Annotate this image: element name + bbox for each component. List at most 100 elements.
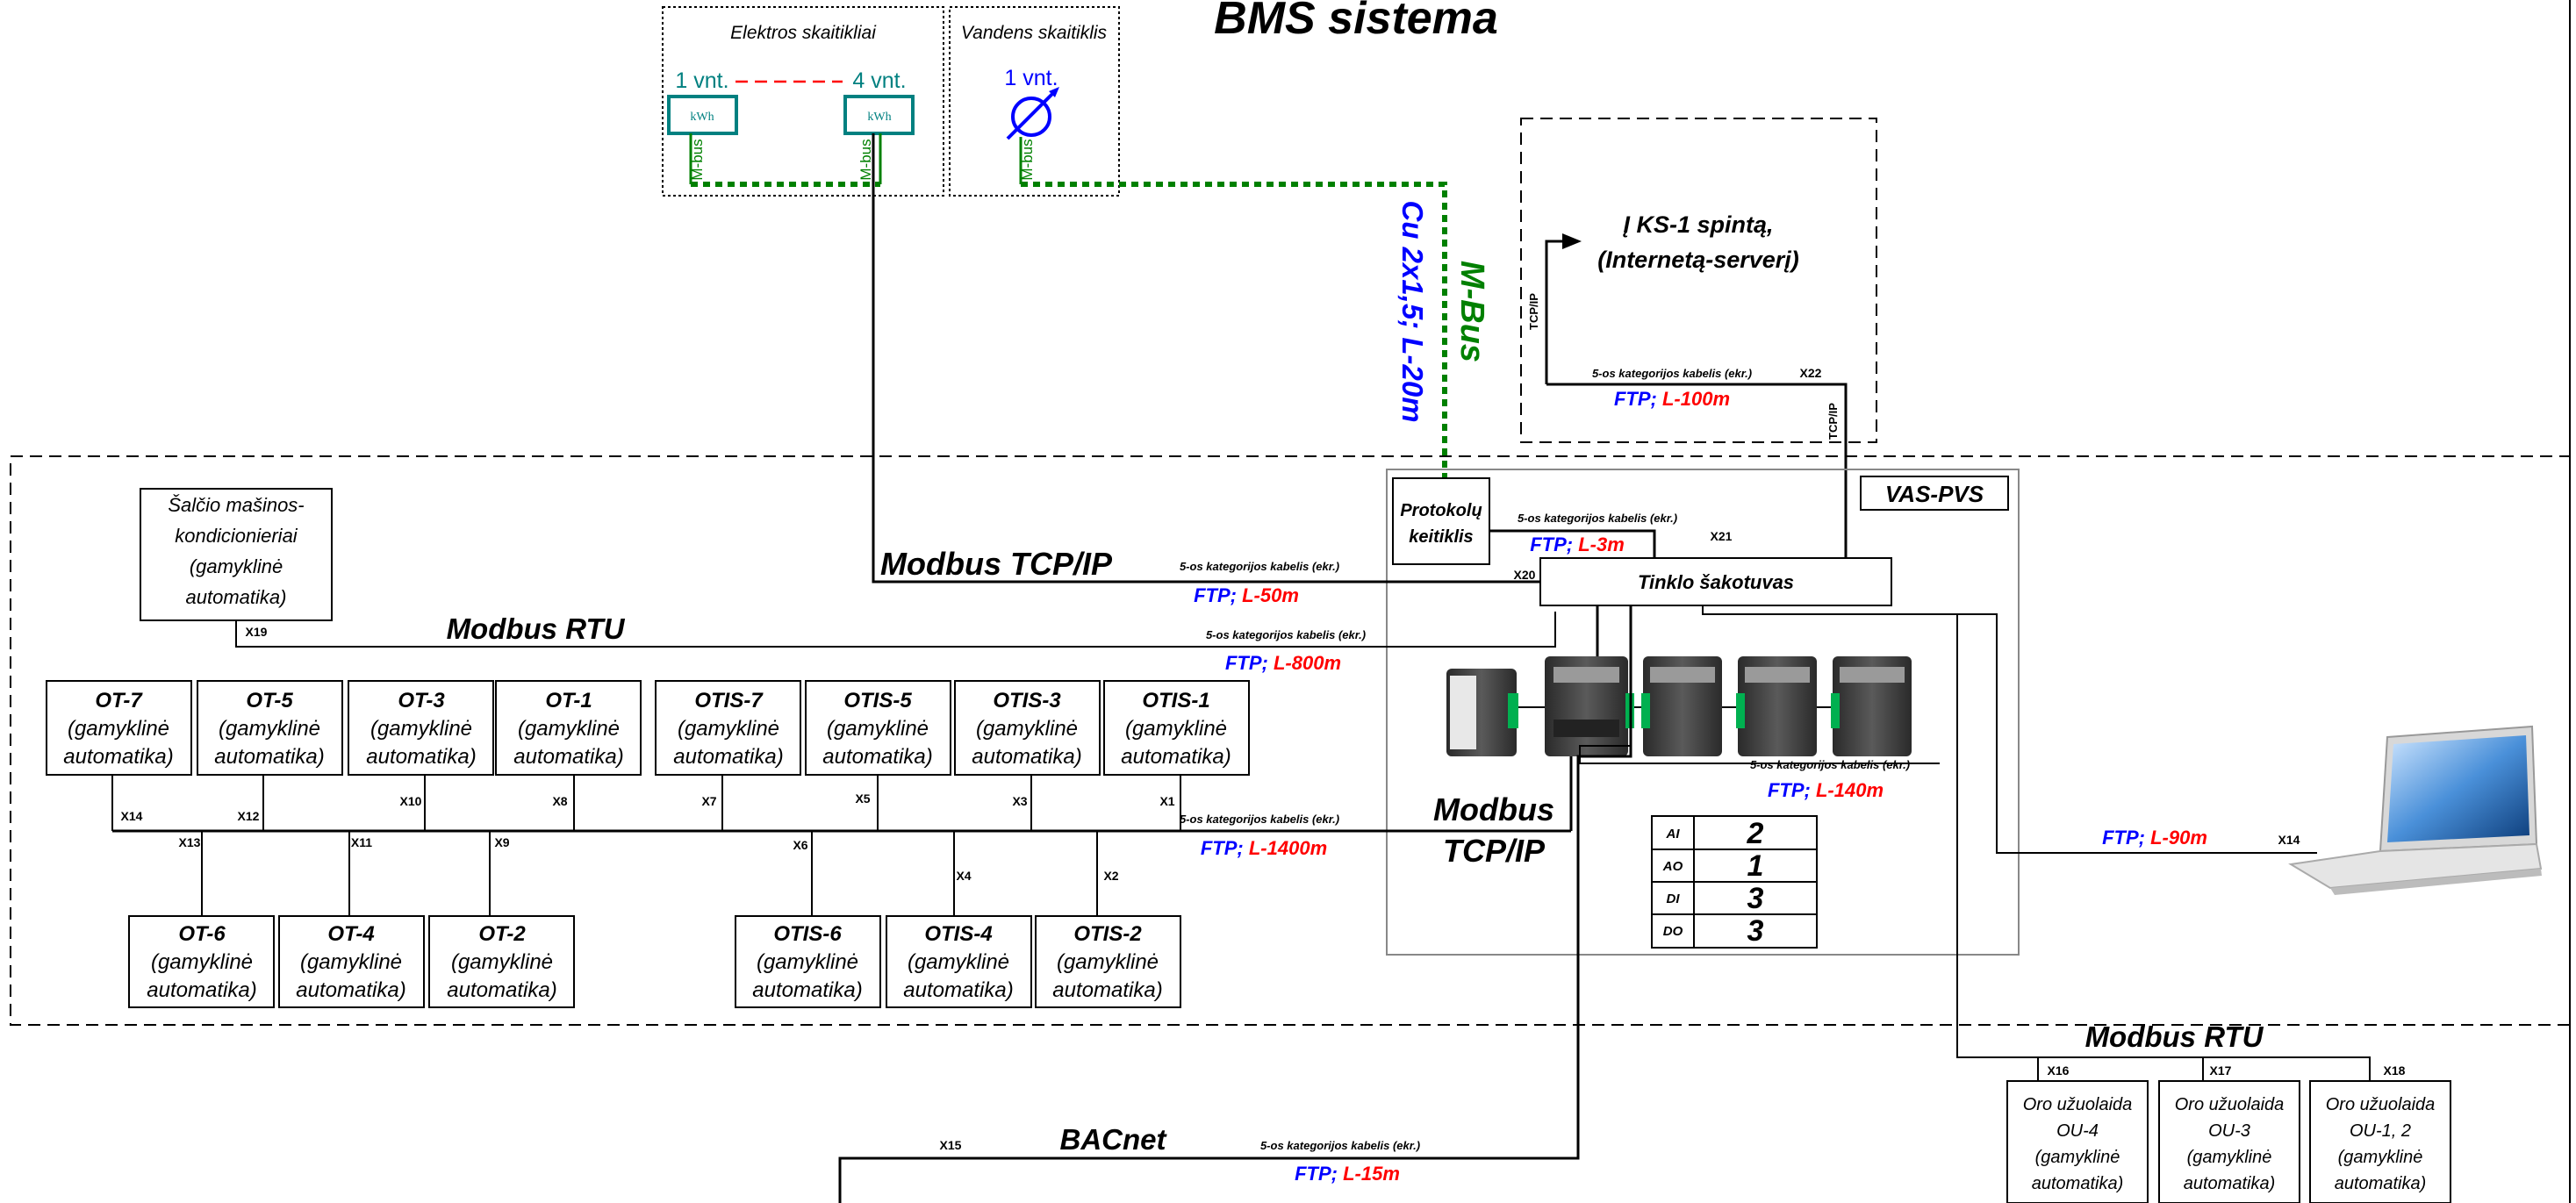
curtain-l3: (gamyklinė	[2035, 1148, 2120, 1167]
controller-module-5	[1831, 656, 1912, 756]
io-table: AI 2 AO 1 DI 3 DO 3	[1651, 815, 1818, 949]
mbus-label-2: M-bus	[857, 139, 874, 180]
curtain-l4: automatika)	[2335, 1174, 2427, 1193]
network-switch-label: Tinklo šakotuvas	[1638, 571, 1794, 593]
device-name: OT-5	[246, 689, 293, 712]
device-name: OTIS-7	[694, 689, 764, 712]
vas-pvs-label: VAS-PVS	[1885, 481, 1984, 507]
arrow-right-icon	[1562, 233, 1582, 249]
device-ot-1: OT-1 (gamyklinė automatika) X8	[495, 680, 642, 831]
device-name: OT-2	[478, 922, 526, 946]
ks-tcp-vertical-2: TCP/IP	[1826, 403, 1840, 440]
electric-count-right: 4 vnt.	[852, 68, 906, 93]
rtu-port-1: X16	[2048, 1063, 2070, 1078]
device-otis-6: OTIS-6 (gamyklinė automatika) X6	[735, 831, 881, 1008]
device-ot-5: OT-5 (gamyklinė automatika) X12	[197, 680, 343, 831]
device-sub2: automatika)	[1121, 745, 1231, 769]
modbus-tcp-cable: 5-os kategorijos kabelis (ekr.)	[1180, 560, 1339, 573]
bacnet-port: X15	[940, 1138, 962, 1152]
device-sub2: automatika)	[296, 978, 405, 1002]
device-port: X10	[400, 794, 422, 808]
device-port: X9	[494, 835, 509, 849]
protocol-converter-line1: Protokolų	[1400, 501, 1482, 520]
device-sub1: (gamyklinė	[219, 717, 320, 741]
device-port: X7	[701, 794, 716, 808]
device-sub1: (gamyklinė	[908, 950, 1009, 974]
io-count: 1	[1747, 849, 1764, 883]
modbus-tcp-label: Modbus TCP/IP	[880, 546, 1113, 582]
vas-pvs-box	[1386, 469, 2020, 956]
device-sub1: (gamyklinė	[678, 717, 779, 741]
device-sub1: (gamyklinė	[757, 950, 858, 974]
device-name: OTIS-1	[1142, 689, 1209, 712]
kwh-label-right: kWh	[867, 111, 891, 124]
ks-ftp-length: FTP; L-100m	[1614, 388, 1730, 410]
chiller-line4: automatika)	[186, 586, 287, 608]
x21-ftp-length: FTP; L-3m	[1530, 533, 1625, 555]
mbus-cable-name: M-Bus	[1453, 261, 1490, 362]
io-type: DI	[1667, 892, 1681, 906]
curtain-l2: OU-3	[2208, 1121, 2250, 1141]
device-sub1: (gamyklinė	[827, 717, 929, 741]
device-sub1: (gamyklinė	[370, 717, 472, 741]
curtain-l1: Oro užuolaida	[2326, 1095, 2436, 1114]
laptop-line	[1702, 605, 2317, 854]
water-meter-box	[949, 6, 1120, 197]
modbus-rtu-right-line	[1956, 614, 2371, 1081]
curtain-l4: automatika)	[2184, 1174, 2276, 1193]
controller-ftp-length: FTP; L-140m	[1768, 779, 1884, 801]
io-count: 2	[1747, 817, 1764, 850]
x21-cable: 5-os kategorijos kabelis (ekr.)	[1518, 512, 1677, 525]
mbus-cable-spec: Cu 2x1,5; L-20m	[1396, 200, 1429, 422]
device-sub2: automatika)	[63, 745, 173, 769]
ks-arrow-line	[1545, 240, 1571, 384]
bacnet-cable: 5-os kategorijos kabelis (ekr.)	[1260, 1139, 1420, 1152]
device-sub2: automatika)	[1052, 978, 1162, 1002]
modbus-tcp-center-line1: Modbus	[1433, 791, 1554, 827]
device-sub1: (gamyklinė	[451, 950, 553, 974]
device-otis-4: OTIS-4 (gamyklinė automatika) X4	[886, 831, 1032, 1008]
laptop-icon	[2288, 725, 2543, 895]
main-bus-cable: 5-os kategorijos kabelis (ekr.)	[1180, 813, 1339, 826]
curtain-l1: Oro užuolaida	[2175, 1095, 2285, 1114]
electric-meters-box	[662, 6, 944, 197]
device-sub2: automatika)	[147, 978, 256, 1002]
modbus-rtu-top-line	[235, 612, 1556, 648]
device-port: X6	[793, 838, 807, 852]
mbus-label-3: M-bus	[1019, 139, 1036, 180]
device-port: X5	[855, 791, 870, 806]
vas-pvs-tag	[1860, 476, 2009, 511]
device-name: OT-6	[178, 922, 226, 946]
device-sub2: automatika)	[822, 745, 932, 769]
device-otis-7: OTIS-7 (gamyklinė automatika) X7	[655, 680, 801, 831]
rtu-port-2: X17	[2210, 1063, 2232, 1078]
controller-module-3	[1641, 656, 1722, 756]
io-count: 3	[1747, 914, 1764, 948]
curtain-l1: Oro užuolaida	[2023, 1095, 2133, 1114]
curtain-l2: OU-4	[2056, 1121, 2099, 1141]
x21-line	[1489, 529, 1656, 558]
device-ot-6: OT-6 (gamyklinė automatika) X13	[128, 831, 275, 1008]
curtain-l3: (gamyklinė	[2187, 1148, 2272, 1167]
controller-module-2	[1545, 656, 1634, 756]
device-sub1: (gamyklinė	[300, 950, 402, 974]
device-port: X13	[179, 835, 201, 849]
curtain-l2: OU-1, 2	[2350, 1121, 2411, 1141]
page-title: BMS sistema	[1214, 0, 1498, 44]
chiller-line1: Šalčio mašinos-	[168, 494, 304, 516]
device-otis-2: OTIS-2 (gamyklinė automatika) X2	[1035, 831, 1181, 1008]
io-count: 3	[1747, 882, 1764, 915]
chiller-port: X19	[246, 625, 268, 639]
device-port: X11	[351, 835, 372, 849]
modbus-tcp-center-line2: TCP/IP	[1443, 833, 1546, 869]
water-count: 1 vnt.	[1004, 66, 1058, 90]
device-sub1: (gamyklinė	[1057, 950, 1159, 974]
ks-port: X22	[1800, 366, 1822, 380]
bacnet-label: BACnet	[1060, 1123, 1168, 1156]
device-name: OTIS-3	[993, 689, 1061, 712]
kwh-label-left: kWh	[690, 111, 714, 124]
device-sub1: (gamyklinė	[518, 717, 620, 741]
x21-port: X21	[1711, 529, 1733, 543]
device-otis-1: OTIS-1 (gamyklinė automatika) X1	[1103, 680, 1250, 831]
device-otis-3: OTIS-3 (gamyklinė automatika) X3	[954, 680, 1101, 831]
